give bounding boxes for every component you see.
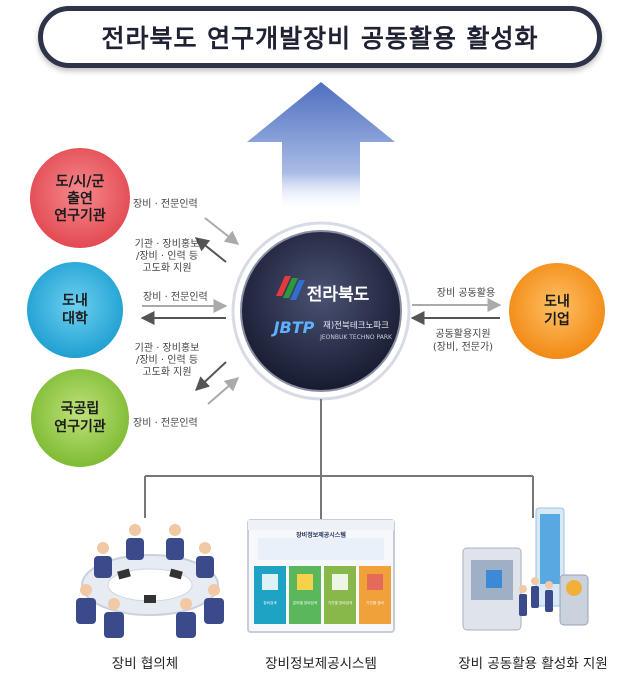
screen-card-label: 분야별 장비검색 — [293, 600, 317, 605]
label-support-line: 고도화 지원 — [142, 366, 191, 378]
label-shared-support: (장비, 전문가) — [433, 341, 493, 353]
upward-growth-arrow — [247, 82, 395, 212]
bottom-connector-lines — [144, 399, 534, 520]
node-label-line: 출연 — [67, 190, 93, 207]
bottom-label-council: 장비 협의체 — [111, 656, 179, 672]
jbtp-eng-text: JEONBUK TECHNO PARK — [319, 334, 393, 341]
title-banner: 전라북도 연구개발장비 공동활용 활성화 — [38, 6, 602, 68]
arrow-top-in — [204, 217, 240, 245]
node-label-line: 국공립 — [61, 401, 100, 417]
node-label-line: 대학 — [62, 311, 88, 327]
left-node-national-institutes: 국공립 연구기관 — [31, 369, 129, 467]
label-support-line: 기관 · 장비홍보 — [135, 237, 200, 250]
left-node-research-institutes: 도/시/군 출연 연구기관 — [30, 148, 130, 248]
node-label-line: 도내 — [544, 294, 570, 310]
node-label-line: 도/시/군 — [56, 174, 105, 190]
label-shared-use: 장비 공동활용 — [437, 286, 495, 299]
label-equipment-staff: 장비 · 전문인력 — [133, 417, 198, 429]
node-label-line: 연구기관 — [54, 418, 106, 435]
screen-card-label: 기관별 장비검색 — [328, 600, 352, 605]
label-shared-support: 공동활용지원 — [435, 327, 490, 340]
arrow-top-out — [194, 237, 227, 263]
screen-card-label: 기관별 장비 — [366, 600, 384, 605]
label-support-line: 기관 · 장비홍보 — [135, 341, 200, 354]
label-support-line: /장비 · 인력 등 — [136, 354, 198, 366]
equipment-illustration — [462, 507, 589, 631]
center-node: 전라북도 JBTP 재)전북테크노파크 JEONBUK TECHNO PARK — [231, 221, 411, 401]
arrow-bot-in — [207, 377, 240, 405]
bottom-label-shared-use-support: 장비 공동활용 활성화 지원 — [458, 656, 608, 672]
label-equipment-staff: 장비 · 전문인력 — [133, 198, 198, 210]
left-node-universities: 도내 대학 — [27, 262, 123, 358]
jbtp-logo-text: JBTP — [271, 318, 315, 337]
center-logo-text: 전라북도 — [307, 285, 370, 305]
label-support-line: /장비 · 인력 등 — [136, 250, 198, 262]
screen-card-label: 장비검색 — [263, 600, 276, 605]
arrow-bot-out — [194, 361, 227, 391]
jbtp-name-text: 재)전북테크노파크 — [323, 320, 389, 331]
node-label-line: 기업 — [544, 312, 570, 328]
bottom-label-info-system: 장비정보제공시스템 — [265, 656, 377, 672]
label-equipment-staff: 장비 · 전문인력 — [143, 291, 208, 303]
jeonbuk-logo-icon — [276, 276, 305, 300]
right-node-local-companies: 도내 기업 — [509, 263, 605, 359]
screen-header-text: 장비정보제공시스템 — [296, 531, 346, 539]
node-label-line: 연구기관 — [54, 207, 106, 224]
page-title: 전라북도 연구개발장비 공동활용 활성화 — [101, 24, 539, 53]
node-label-line: 도내 — [62, 293, 88, 309]
website-screen-illustration — [247, 519, 395, 633]
label-support-line: 고도화 지원 — [142, 262, 191, 274]
meeting-table-illustration — [76, 524, 224, 638]
